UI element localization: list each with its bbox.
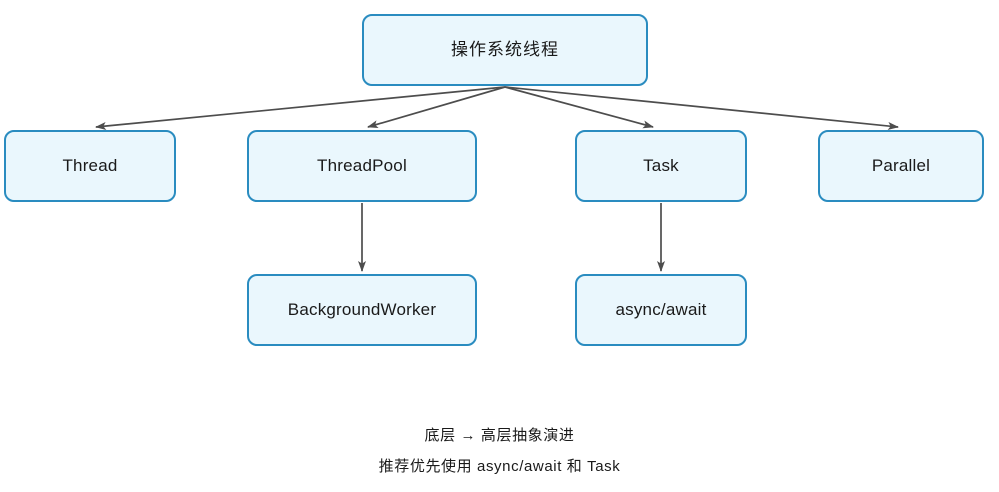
node-thread[interactable]: Thread (4, 130, 176, 202)
node-async-await[interactable]: async/await (575, 274, 747, 346)
node-os-thread[interactable]: 操作系统线程 (362, 14, 648, 86)
node-async-await-label: async/await (615, 299, 707, 319)
node-task[interactable]: Task (575, 130, 747, 202)
node-threadpool[interactable]: ThreadPool (247, 130, 477, 202)
diagram-caption: 底层 → 高层抽象演进 推荐优先使用 async/await 和 Task (0, 420, 999, 482)
edge-os-thread-to-threadpool (367, 86, 506, 129)
node-os-thread-label: 操作系统线程 (451, 39, 559, 59)
node-task-label: Task (643, 155, 679, 175)
node-threadpool-label: ThreadPool (317, 155, 407, 175)
edge-os-thread-to-thread (95, 86, 506, 131)
node-parallel[interactable]: Parallel (818, 130, 984, 202)
node-thread-label: Thread (62, 155, 118, 175)
caption-line-1: 底层 → 高层抽象演进 (424, 427, 575, 444)
caption-line-2: 推荐优先使用 async/await 和 Task (378, 458, 621, 475)
edge-os-thread-to-task (504, 86, 654, 129)
node-parallel-label: Parallel (871, 155, 931, 175)
node-background-worker-label: BackgroundWorker (287, 299, 437, 319)
node-background-worker[interactable]: BackgroundWorker (247, 274, 477, 346)
edge-os-thread-to-parallel (504, 86, 899, 130)
